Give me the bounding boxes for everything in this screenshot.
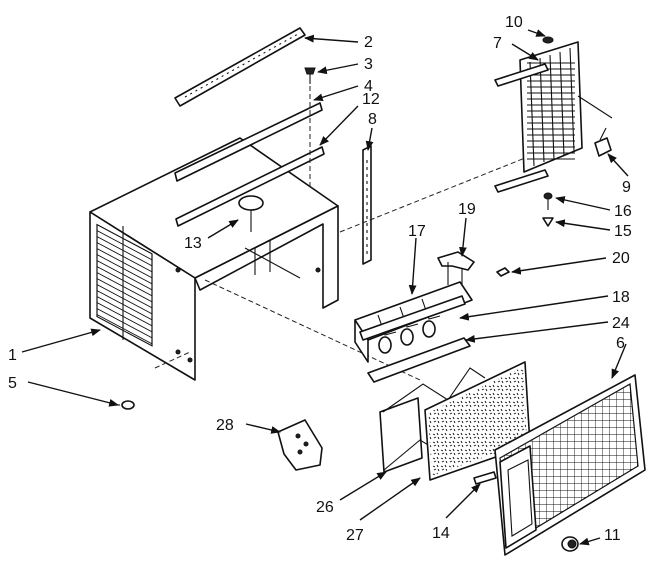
mount-rail-part <box>359 295 466 341</box>
gasket-strip-part <box>175 146 325 227</box>
screw-part <box>112 400 135 410</box>
cap-part <box>238 195 264 232</box>
callout-6: 6 <box>616 335 625 352</box>
callout-4: 4 <box>364 78 373 95</box>
top-screw-part <box>542 36 554 44</box>
callout-17: 17 <box>408 223 426 240</box>
control-knob-part <box>561 536 579 552</box>
callout-12: 12 <box>362 91 380 108</box>
callout-10: 10 <box>505 14 523 31</box>
callout-11: 11 <box>604 527 621 544</box>
alignment-line <box>154 351 191 369</box>
callout-15: 15 <box>614 223 632 240</box>
callout-3: 3 <box>364 56 373 73</box>
callout-labels: 2 3 4 12 8 10 7 9 16 15 20 19 17 18 24 6… <box>8 14 632 544</box>
callout-9: 9 <box>622 179 631 196</box>
top-rail-part <box>174 102 323 182</box>
lower-rail-part <box>367 337 471 383</box>
seal-strip-part <box>174 27 306 107</box>
rear-frame-part <box>494 41 613 193</box>
pin-part <box>473 471 497 485</box>
callout-28: 28 <box>216 417 234 434</box>
plug-part <box>594 127 612 157</box>
callout-18: 18 <box>612 289 630 306</box>
callout-24: 24 <box>612 315 630 332</box>
leader-lines <box>21 29 629 546</box>
callout-2: 2 <box>364 34 373 51</box>
cabinet-part <box>89 137 339 381</box>
callout-14: 14 <box>432 525 450 542</box>
front-grille-part <box>494 374 646 556</box>
alignment-line <box>339 151 541 233</box>
callout-20: 20 <box>612 250 630 267</box>
side-channel-part <box>362 145 372 265</box>
callout-19: 19 <box>458 201 476 218</box>
clip-part <box>496 267 510 277</box>
screw-part <box>543 192 553 210</box>
screw-part <box>304 67 316 190</box>
clip-part <box>542 217 554 227</box>
callout-7: 7 <box>493 35 502 52</box>
callout-13: 13 <box>184 235 202 252</box>
callout-5: 5 <box>8 375 17 392</box>
mounting-bracket-part <box>277 419 323 471</box>
callout-16: 16 <box>614 203 632 220</box>
callout-8: 8 <box>368 111 377 128</box>
callout-27: 27 <box>346 527 364 544</box>
callout-26: 26 <box>316 499 334 516</box>
callout-1: 1 <box>8 347 17 364</box>
